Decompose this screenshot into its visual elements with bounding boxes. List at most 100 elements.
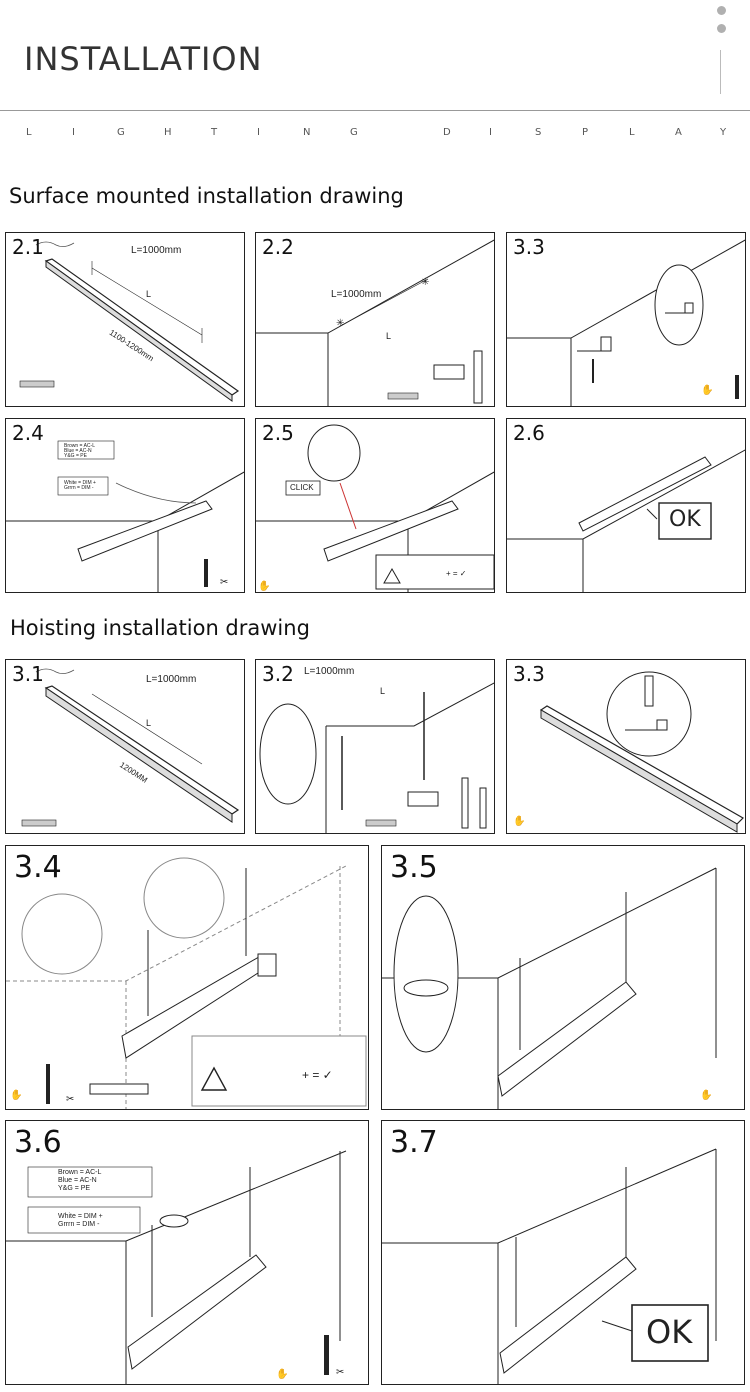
level-icon [89, 1083, 149, 1095]
warning-icon [383, 567, 401, 584]
step-drawing [19, 241, 240, 402]
panel-3-1: 3.1 L=1000mm L 1200MM [5, 659, 245, 834]
step-drawing: ✋ [507, 239, 745, 406]
wire-label: Grrrn = DIM - [64, 485, 94, 491]
gloves-icon: ✋ [700, 1088, 712, 1101]
step-label: 2.6 [513, 421, 545, 445]
step-label: 3.3 [513, 662, 545, 686]
step-drawing: ✂ [6, 440, 244, 592]
panel-3-3b: ✋ 3.3 [506, 659, 746, 834]
subtitle-letter: I [257, 127, 260, 138]
screwdriver-icon [46, 1064, 50, 1104]
dimension-label: L [146, 718, 152, 728]
ruler-icon [387, 392, 419, 400]
ruler-icon [21, 819, 57, 827]
step-drawing: ✋ [513, 671, 744, 833]
dot-icon [716, 6, 726, 15]
panel-3-5: ✋ 3.5 [381, 845, 745, 1110]
step-label: 3.4 [14, 850, 62, 885]
screwdriver-icon [735, 375, 739, 399]
drill-icon [407, 791, 439, 807]
subtitle-letter: D [443, 127, 451, 138]
ruler-icon [19, 380, 55, 388]
panel-3-4: ✋ ✂ 3.4 + = ✓ [5, 845, 369, 1110]
safety-equation: + = ✓ [302, 1068, 333, 1082]
page-title: INSTALLATION [24, 40, 263, 78]
panel-2-4: ✂ 2.4 Brown = AC-L Blue = AC-N Y&G = PE … [5, 418, 245, 593]
safety-equation: + = ✓ [446, 569, 467, 578]
click-label: CLICK [290, 483, 314, 492]
ok-label: OK [646, 1313, 693, 1351]
step-drawing: ✋ ✂ [6, 857, 367, 1109]
step-label: 2.1 [12, 235, 44, 259]
dimension-label: L=1000mm [331, 289, 382, 300]
wire-label: Y&G = PE [64, 453, 87, 459]
step-drawing: ✋ [256, 424, 494, 592]
dot-icon [716, 24, 726, 33]
subtitle-letter: S [535, 127, 542, 138]
screwdriver-icon [204, 559, 208, 587]
pliers-icon: ✂ [220, 577, 228, 588]
step-label: 3.6 [14, 1125, 62, 1160]
gloves-icon: ✋ [10, 1088, 22, 1101]
subtitle-letter: L [629, 127, 635, 138]
ruler-icon [365, 819, 397, 827]
gloves-icon: ✋ [276, 1367, 288, 1380]
panel-2-6: 2.6 OK [506, 418, 746, 593]
wire-label: White = DIM + [64, 480, 96, 486]
gloves-icon: ✋ [513, 814, 525, 827]
dimension-label: L=1000mm [146, 674, 197, 685]
step-label: 3.1 [12, 662, 44, 686]
wire-label: Brown = AC-L [58, 1169, 102, 1176]
header-divider [0, 110, 750, 111]
step-drawing [21, 668, 240, 827]
step-label: 3.3 [513, 235, 545, 259]
step-label: 2.5 [262, 421, 294, 445]
step-drawing: ✋ ✂ [6, 1150, 347, 1384]
subtitle-letter: T [211, 127, 218, 138]
step-label: 3.7 [390, 1125, 438, 1160]
subtitle-letter: L [26, 127, 32, 138]
subtitle-letter: G [350, 127, 358, 138]
panel-2-2: ✳ ✳ 2.2 L=1000mm L [255, 232, 495, 407]
step-drawing [259, 682, 494, 833]
wiring-legend-dim: White = DIM + Grrrn = DIM - [64, 481, 96, 491]
subtitle-letter: N [303, 127, 311, 138]
pliers-icon: ✂ [336, 1367, 344, 1378]
subtitle-letter: I [489, 127, 492, 138]
subtitle-letter: G [117, 127, 125, 138]
wire-label: Blue = AC-N [58, 1177, 97, 1184]
subtitle-letter: I [72, 127, 75, 138]
subtitle-letter: H [164, 127, 172, 138]
subtitle-letter: P [582, 127, 589, 138]
dimension-label: L=1000mm [131, 245, 182, 256]
screwdriver-icon [324, 1335, 329, 1375]
section-title-hoisting: Hoisting installation drawing [10, 616, 310, 640]
panel-3-6: ✋ ✂ 3.6 Brown = AC-L Blue = AC-N Y&G = P… [5, 1120, 369, 1385]
panel-3-3a: ✋ 3.3 [506, 232, 746, 407]
wire-label: Grrrn = DIM - [58, 1221, 100, 1228]
panel-3-7: 3.7 OK [381, 1120, 745, 1385]
step-drawing: ✋ [382, 867, 717, 1109]
dimension-label: L [380, 686, 386, 696]
section-title-surface: Surface mounted installation drawing [9, 184, 404, 208]
gloves-icon: ✋ [258, 579, 270, 592]
step-label: 2.4 [12, 421, 44, 445]
wire-label: Blue = AC-N [64, 448, 92, 454]
panel-3-2: 3.2 L=1000mm L [255, 659, 495, 834]
wiring-legend-dim: White = DIM + Grrrn = DIM - [58, 1213, 103, 1229]
ok-label: OK [669, 507, 701, 532]
drill-icon [433, 364, 465, 380]
wire-label: White = DIM + [58, 1213, 103, 1220]
svg-text:✳: ✳ [336, 318, 344, 329]
bit-icon [473, 350, 483, 404]
subtitle-letter: Y [720, 127, 727, 138]
vertical-divider [720, 50, 721, 94]
dimension-label: L=1000mm [304, 666, 355, 677]
svg-text:✳: ✳ [421, 277, 429, 288]
step-label: 3.5 [390, 850, 438, 885]
wire-label: Y&G = PE [58, 1185, 91, 1192]
pliers-icon: ✂ [66, 1094, 74, 1105]
wire-label: Brown = AC-L [64, 443, 95, 449]
dimension-label: L [146, 289, 152, 299]
